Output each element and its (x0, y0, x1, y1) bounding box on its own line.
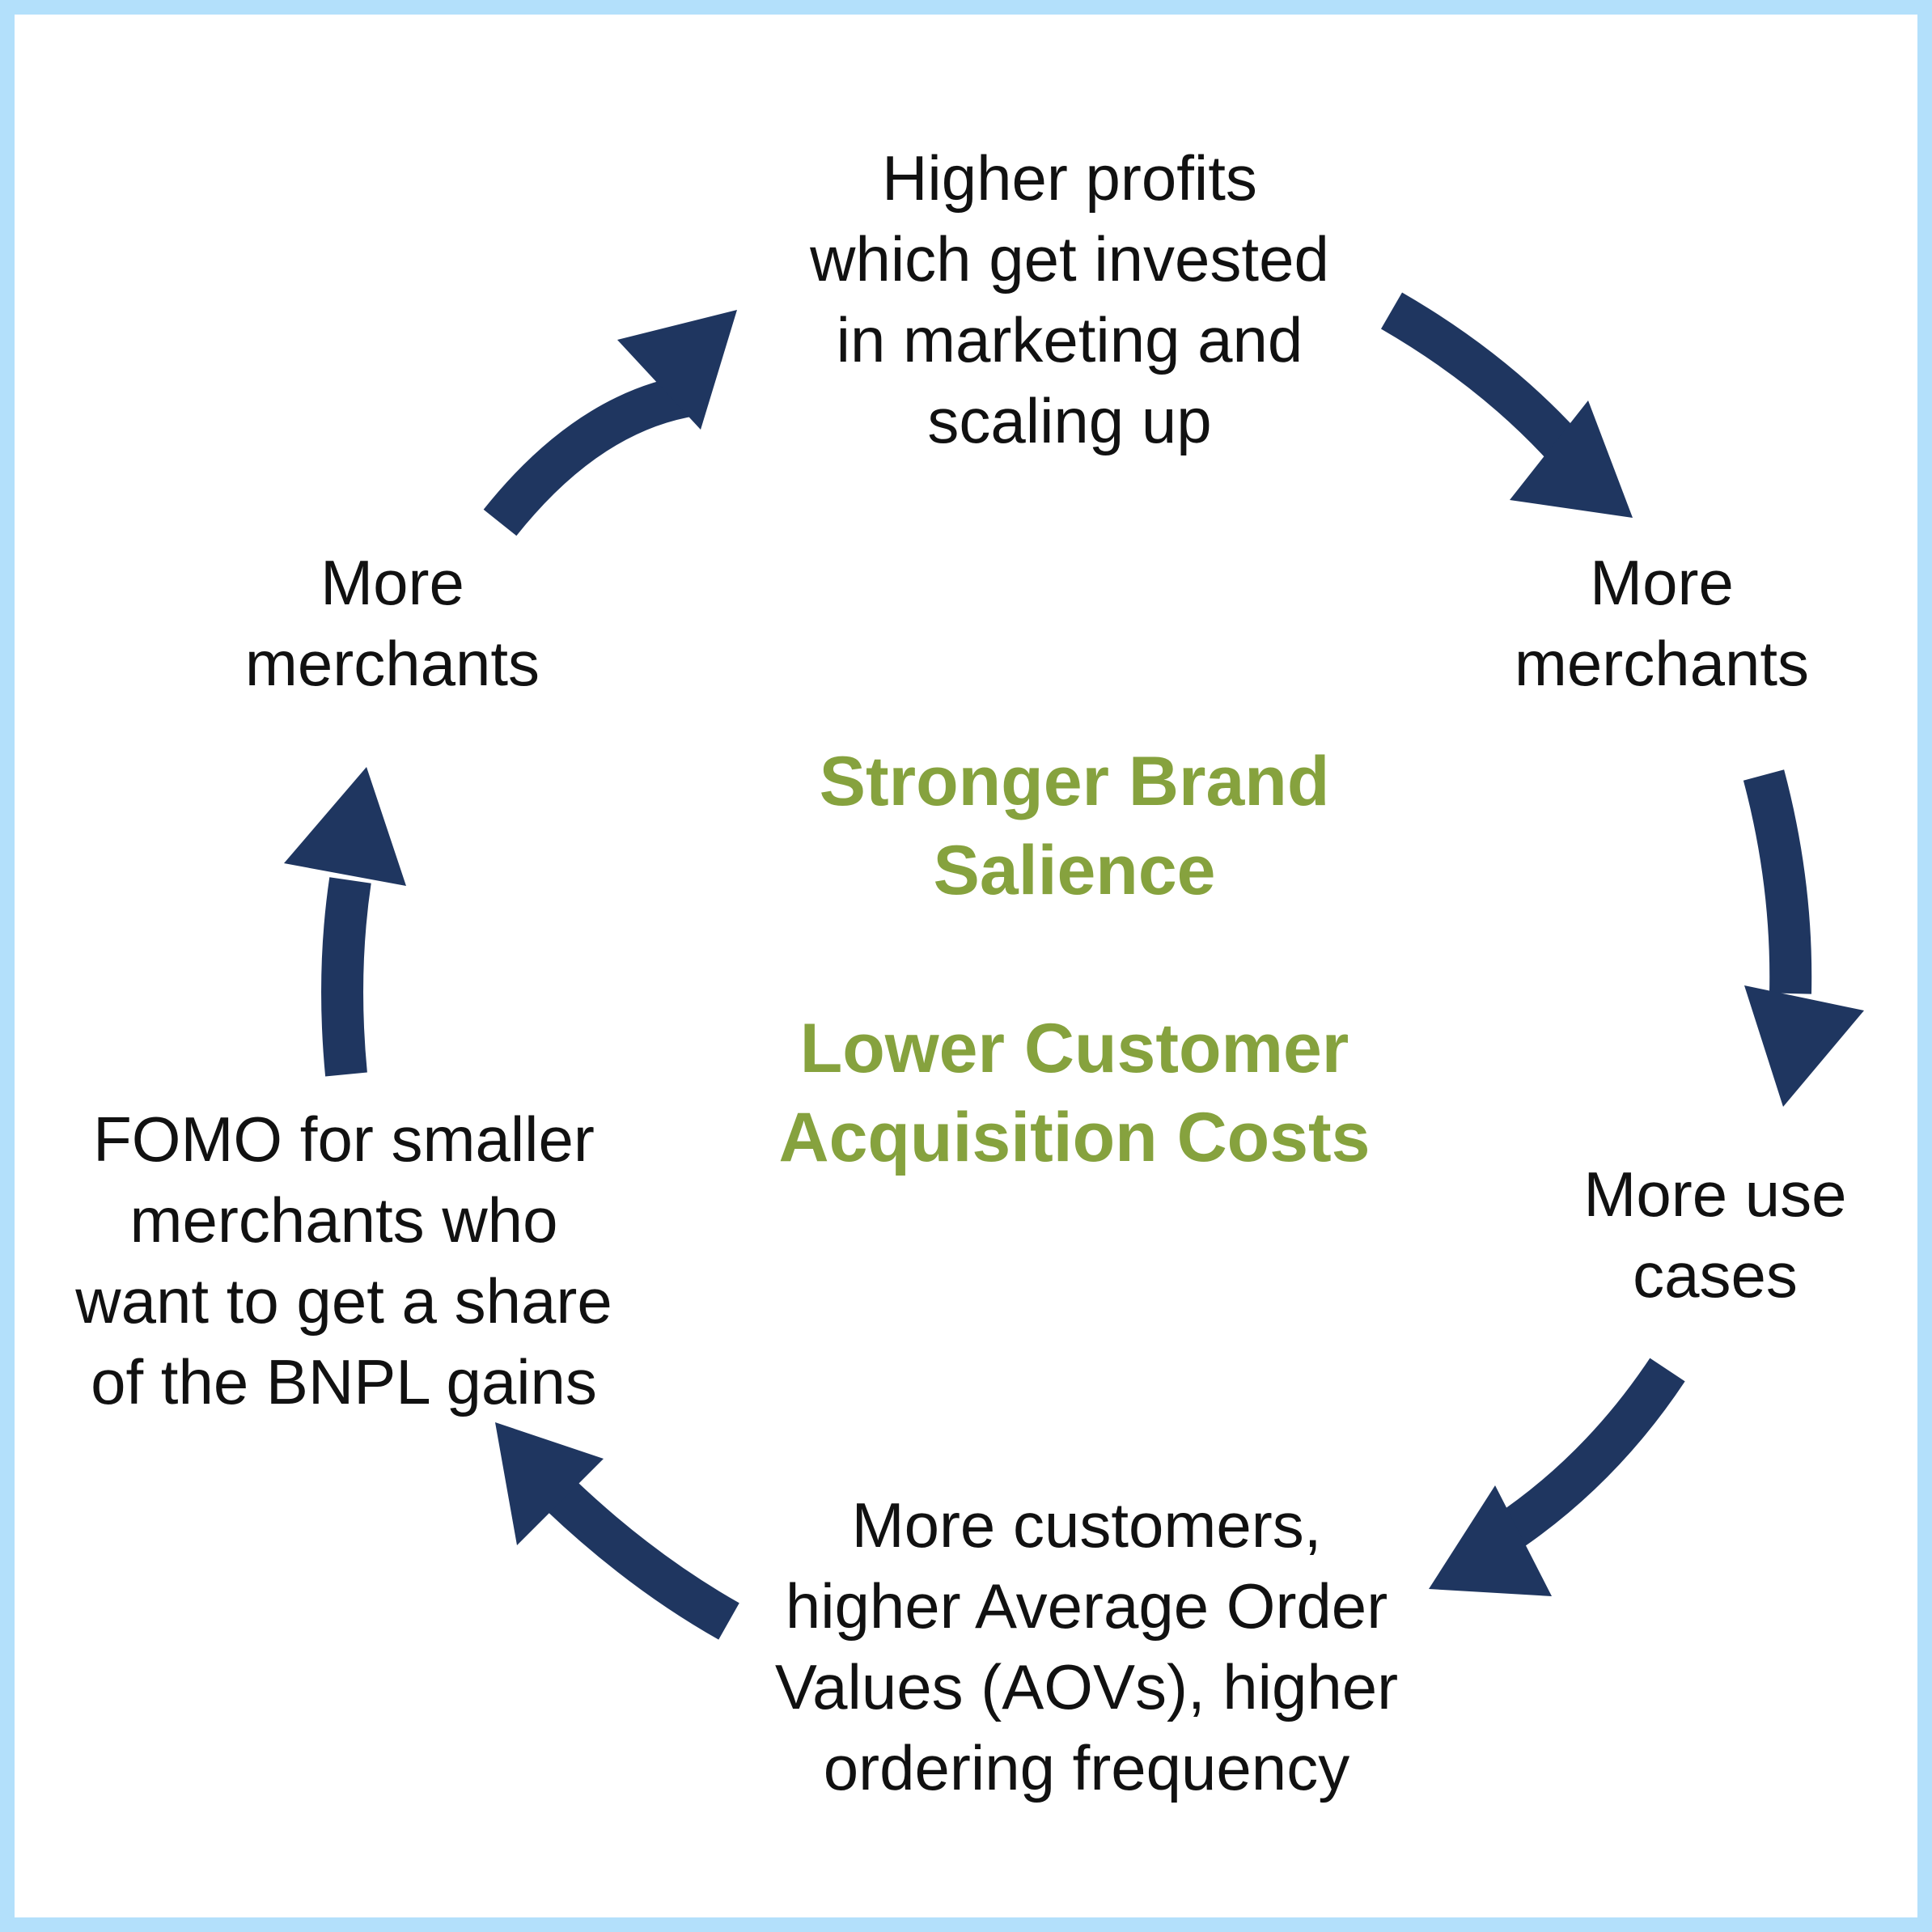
center-lower-cac: Lower Customer Acquisition Costs (778, 1010, 1371, 1176)
node-more-customers: More customers, higher Average Order Val… (774, 1489, 1399, 1803)
node-fomo: FOMO for smaller merchants who want to g… (75, 1104, 612, 1417)
arrow-topleft (483, 310, 737, 536)
arrow-bottomright (1429, 1358, 1685, 1596)
node-more-use-cases: More use cases (1583, 1159, 1847, 1311)
node-more-merchants-left: More merchants (244, 547, 540, 699)
arrow-topright (1380, 292, 1633, 518)
center-brand-salience: Stronger Brand Salience (819, 743, 1330, 909)
node-more-merchants-right: More merchants (1514, 547, 1810, 699)
arrow-right (1743, 769, 1864, 1107)
cycle-arrows (284, 292, 1864, 1640)
arrow-left (284, 767, 406, 1077)
node-higher-profits: Higher profits which get invested in mar… (810, 142, 1329, 456)
arrow-bottomleft (495, 1422, 739, 1640)
